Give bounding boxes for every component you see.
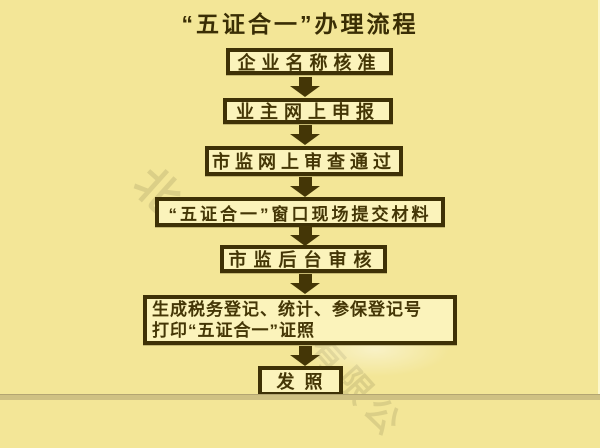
down-arrow-icon [290,226,320,246]
page-title: “五证合一”办理流程 [181,11,419,37]
arrow-head [290,355,320,366]
arrow-stem [298,274,312,283]
down-arrow-icon [290,77,320,97]
flow-step-label: “五证合一”窗口现场提交材料 [168,204,432,224]
flow-step-online-review: 市监网上审查通过 [205,146,403,176]
down-arrow-icon [290,177,320,197]
arrow-stem [298,346,312,355]
flow-step-name-approval: 企业名称核准 [226,48,393,75]
flow-step-online-declaration: 业主网上申报 [223,98,393,124]
flow-step-label: 市监网上审查通过 [212,152,396,172]
right-edge-highlight [598,0,600,400]
flow-step-label-line2: 打印“五证合一”证照 [152,321,315,340]
arrow-head [290,186,320,197]
arrow-stem [298,125,312,134]
arrow-head [290,134,320,145]
down-arrow-icon [290,346,320,366]
flow-step-label: 企业名称核准 [237,52,382,73]
arrow-stem [298,226,312,235]
flow-step-label: 业主网上申报 [236,102,380,122]
down-arrow-icon [290,274,320,294]
flow-step-generate-and-print: 生成税务登记、统计、参保登记号 打印“五证合一”证照 [143,295,457,345]
flow-step-issue-license: 发照 [258,366,343,396]
arrow-stem [298,77,312,86]
flow-step-label: 发照 [276,372,333,392]
arrow-head [290,283,320,294]
flow-step-window-submission: “五证合一”窗口现场提交材料 [155,197,445,227]
bottom-edge-shade [0,394,600,400]
arrow-stem [298,177,312,186]
flow-step-label: 市监后台审核 [228,250,379,270]
down-arrow-icon [290,125,320,145]
flow-step-backend-review: 市监后台审核 [220,245,387,273]
flow-step-label-line1: 生成税务登记、统计、参保登记号 [152,300,422,319]
arrow-head [290,235,320,246]
arrow-head [290,86,320,97]
